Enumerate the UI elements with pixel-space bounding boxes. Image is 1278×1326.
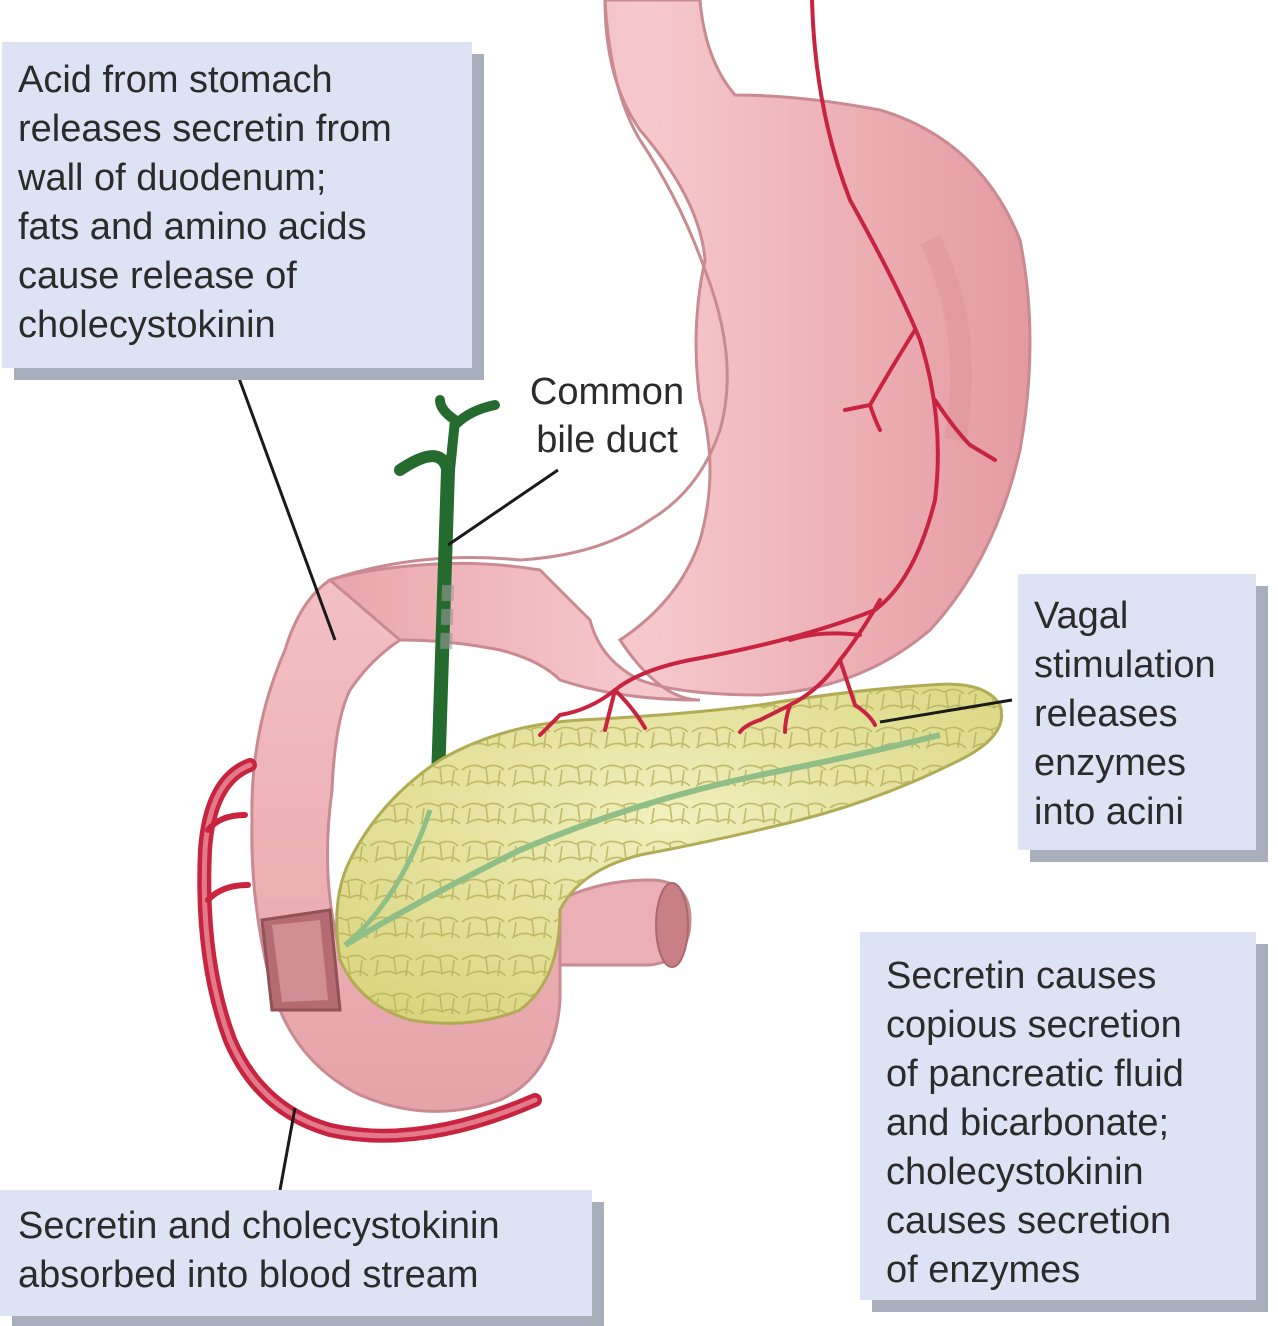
callout-line: copious secretion xyxy=(886,1004,1182,1046)
label-line: bile duct xyxy=(536,419,678,461)
leader-lines xyxy=(234,369,1013,1191)
callout-line: and bicarbonate; xyxy=(886,1102,1170,1144)
callout-line: cholecystokinin xyxy=(18,304,276,346)
callout-line: stimulation xyxy=(1034,644,1216,686)
stomach xyxy=(327,0,1032,702)
callout-secretin-effects: Secretin causes copious secretion of pan… xyxy=(860,932,1256,1300)
blood-vessel xyxy=(197,758,542,1143)
callout-line: fats and amino acids xyxy=(18,206,367,248)
callout-line: Acid from stomach xyxy=(18,59,333,101)
callout-line: wall of duodenum; xyxy=(18,157,327,199)
callout-line: absorbed into blood stream xyxy=(18,1254,479,1296)
vagal-nerve xyxy=(538,0,997,737)
common-bile-duct xyxy=(394,395,500,787)
callout-line: into acini xyxy=(1034,791,1184,833)
callout-acid-secretin: Acid from stomach releases secretin from… xyxy=(2,42,472,368)
label-common-bile-duct: Common bile duct xyxy=(512,368,702,464)
callout-line: Secretin and cholecystokinin xyxy=(18,1205,500,1247)
callout-line: of pancreatic fluid xyxy=(886,1053,1184,1095)
callout-absorbed-bloodstream: Secretin and cholecystokinin absorbed in… xyxy=(0,1190,592,1316)
callout-line: releases secretin from xyxy=(18,108,392,150)
callout-line: Secretin causes xyxy=(886,955,1157,997)
label-line: Common xyxy=(529,371,685,413)
callout-line: cause release of xyxy=(18,255,297,297)
pancreas xyxy=(335,682,1004,1025)
callout-vagal-stimulation: Vagal stimulation releases enzymes into … xyxy=(1018,574,1256,850)
callout-line: cholecystokinin xyxy=(886,1151,1144,1193)
callout-line: releases xyxy=(1034,693,1178,735)
callout-line: of enzymes xyxy=(886,1249,1081,1291)
callout-line: Vagal xyxy=(1034,595,1129,637)
callout-line: causes secretion xyxy=(886,1200,1172,1242)
callout-line: enzymes xyxy=(1034,742,1187,784)
